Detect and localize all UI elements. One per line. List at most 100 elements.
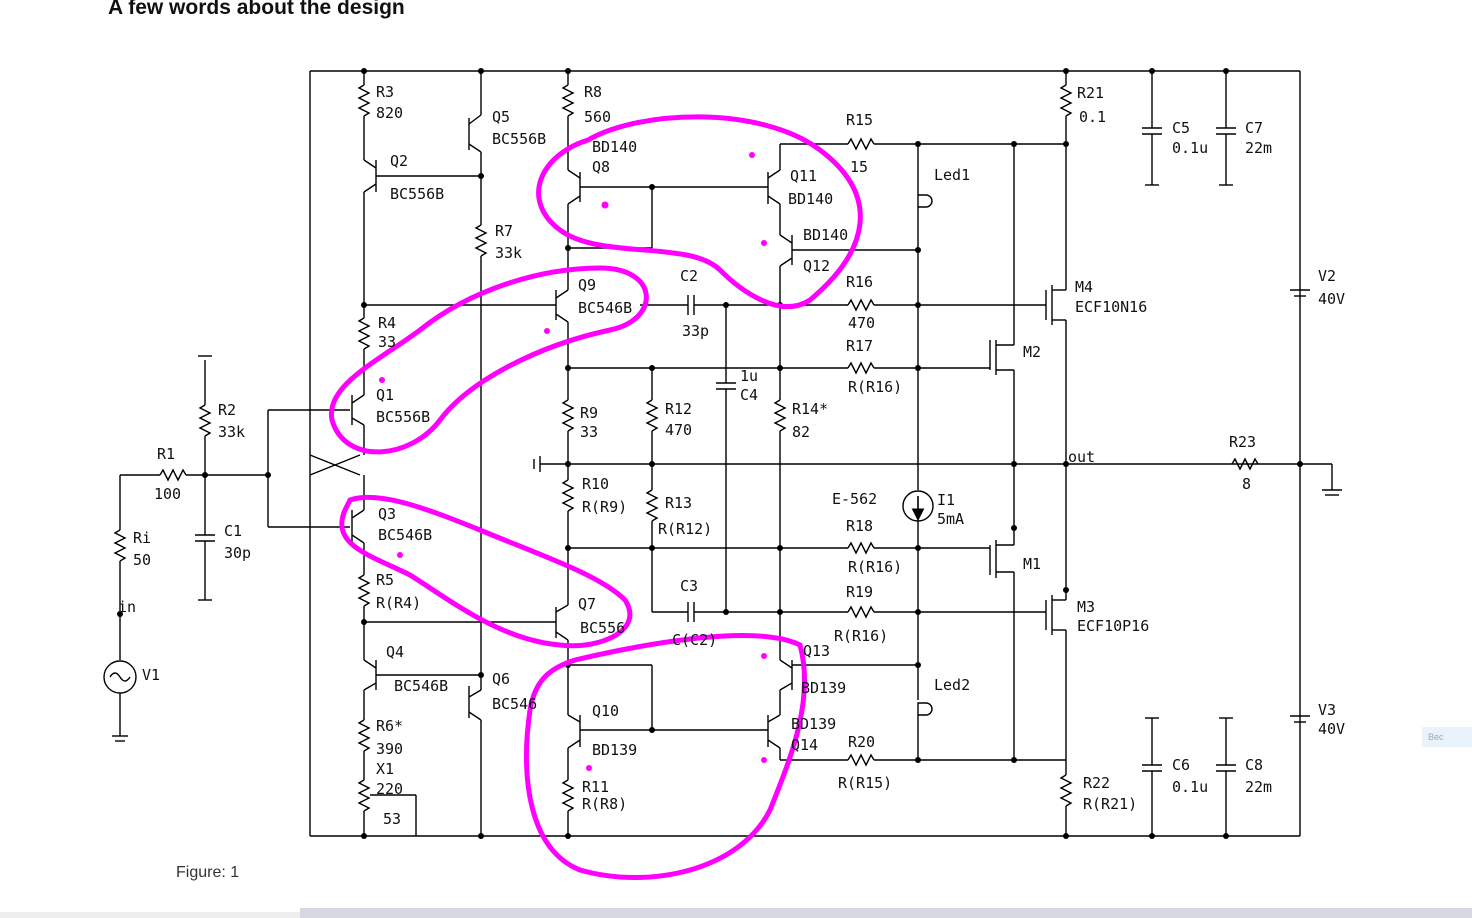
compensation-network: [640, 295, 780, 622]
label-q7: Q7: [578, 595, 596, 613]
horizontal-scrollbar[interactable]: [300, 908, 1472, 918]
label-r1: R1: [157, 445, 175, 463]
page-heading: A few words about the design: [108, 0, 405, 19]
value-r21: 0.1: [1079, 108, 1106, 126]
value-r20: R(R15): [838, 774, 892, 792]
value-r10: R(R9): [582, 498, 627, 516]
label-led2: Led2: [934, 676, 970, 694]
value-r5: R(R4): [376, 594, 421, 612]
label-r17: R17: [846, 337, 873, 355]
annotation-loop-q3-q7: [339, 494, 633, 649]
value-r4: 33: [378, 333, 396, 351]
side-tag[interactable]: Bec: [1422, 727, 1472, 747]
value-r15: 15: [850, 158, 868, 176]
part-m3: ECF10P16: [1077, 617, 1149, 635]
part-q4: BC546B: [394, 677, 448, 695]
annotation-loop-q8-q11-q12: [536, 114, 863, 309]
value-r14: 82: [792, 423, 810, 441]
part-q5: BC556B: [492, 130, 546, 148]
part-q3: BC546B: [378, 526, 432, 544]
value-r23: 8: [1242, 475, 1251, 493]
value-r16: 470: [848, 314, 875, 332]
label-r21: R21: [1077, 84, 1104, 102]
label-q12: Q12: [803, 257, 830, 275]
label-q10: Q10: [592, 702, 619, 720]
value-r9: 33: [580, 423, 598, 441]
label-q14: Q14: [791, 736, 818, 754]
label-q1: Q1: [376, 386, 394, 404]
scroll-track-left: [0, 912, 300, 918]
value-c5: 0.1u: [1172, 139, 1208, 157]
value-r1: 100: [154, 485, 181, 503]
label-q6: Q6: [492, 670, 510, 688]
part-q7: BC556: [580, 619, 625, 637]
label-r12: R12: [665, 400, 692, 418]
label-r14: R14*: [792, 400, 828, 418]
label-r13: R13: [665, 494, 692, 512]
part-q2: BC556B: [390, 185, 444, 203]
value-c6: 0.1u: [1172, 778, 1208, 796]
part-q14: BD139: [791, 715, 836, 733]
label-c3: C3: [680, 577, 698, 595]
label-q11: Q11: [790, 167, 817, 185]
label-c2: C2: [680, 267, 698, 285]
label-r6: R6*: [376, 717, 403, 735]
part-q8: BD140: [592, 138, 637, 156]
part-q9: BC546B: [578, 299, 632, 317]
label-i1: I1: [937, 491, 955, 509]
bias-stage: [468, 68, 488, 839]
label-r2: R2: [218, 401, 236, 419]
label-v1: V1: [142, 666, 160, 684]
value-r8: 560: [584, 108, 611, 126]
value-r7: 33k: [495, 244, 522, 262]
label-r3: R3: [376, 83, 394, 101]
value-r22: R(R21): [1083, 795, 1137, 813]
label-e562: E-562: [832, 490, 877, 508]
label-c7: C7: [1245, 119, 1263, 137]
label-r4: R4: [378, 314, 396, 332]
value-c1: 30p: [224, 544, 251, 562]
label-r11: R11: [582, 778, 609, 796]
label-c8: C8: [1245, 756, 1263, 774]
annotation-loop-q10-q13-q14: [524, 633, 808, 880]
label-q5: Q5: [492, 108, 510, 126]
label-m3: M3: [1077, 598, 1095, 616]
input-network: [103, 355, 361, 742]
value-c8: 22m: [1245, 778, 1272, 796]
annotation-loop-q9-q1: [328, 265, 649, 455]
part-q6: BC546: [492, 695, 537, 713]
power-section: [1059, 68, 1342, 839]
value-r3: 820: [376, 104, 403, 122]
output-stage: [780, 141, 1069, 775]
label-c6: C6: [1172, 756, 1190, 774]
label-out: out: [1068, 448, 1095, 466]
value-r2: 33k: [218, 423, 245, 441]
part-q10: BD139: [592, 741, 637, 759]
label-x1: X1: [376, 760, 394, 778]
label-in: in: [118, 598, 136, 616]
value-ri: 50: [133, 551, 151, 569]
label-q13: Q13: [803, 642, 830, 660]
label-r19: R19: [846, 583, 873, 601]
label-c5: C5: [1172, 119, 1190, 137]
label-r7: R7: [495, 222, 513, 240]
value-r6: 390: [376, 740, 403, 758]
value-r12: 470: [665, 421, 692, 439]
label-r9: R9: [580, 404, 598, 422]
component-labels: R1 100 R2 33k Ri 50 C1 30p in V1 R3 820 …: [118, 83, 1345, 828]
label-r15: R15: [846, 111, 873, 129]
label-led1: Led1: [934, 166, 970, 184]
label-v2: V2: [1318, 267, 1336, 285]
label-r16: R16: [846, 273, 873, 291]
supply-rails: [309, 70, 1301, 837]
label-r23: R23: [1229, 433, 1256, 451]
label-r22: R22: [1083, 774, 1110, 792]
annotation-marks: [328, 114, 863, 880]
value-x1-wiper: 53: [383, 810, 401, 828]
part-q12: BD140: [803, 226, 848, 244]
label-v3: V3: [1318, 701, 1336, 719]
value-r19: R(R16): [834, 627, 888, 645]
label-m1: M1: [1023, 555, 1041, 573]
value-c3: C(C2): [672, 631, 717, 649]
